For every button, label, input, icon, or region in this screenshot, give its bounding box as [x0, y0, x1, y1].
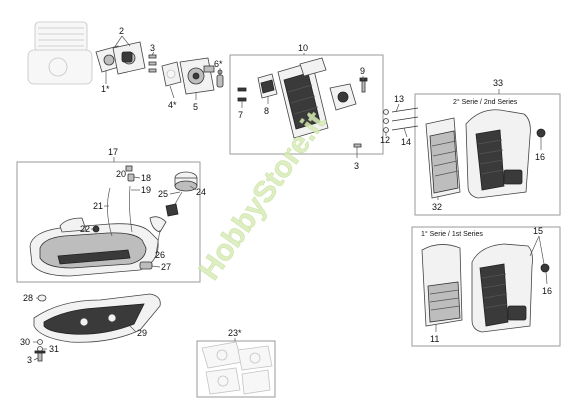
- skid-plate-part-29: [33, 293, 161, 343]
- watermark-text: HobbyStore.it: [193, 106, 333, 286]
- panel-33-box: [414, 93, 561, 216]
- screw-part-9: [359, 77, 368, 93]
- panel-10-box: [229, 54, 384, 155]
- grommet-part-22: [92, 225, 100, 233]
- callout-21: 21: [93, 201, 103, 211]
- callout-15: 15: [533, 226, 543, 236]
- choke-lever-part: [329, 83, 357, 111]
- callout-14: 14: [401, 137, 411, 147]
- leader-lines: [33, 35, 548, 361]
- panel-label-33: 33: [493, 78, 503, 88]
- panel-17-box: [16, 161, 201, 283]
- callout-29: 29: [137, 328, 147, 338]
- screw-set-7: [237, 87, 247, 102]
- filter-part-18: [127, 173, 135, 182]
- callout-25: 25: [158, 189, 168, 199]
- callout-13: 13: [394, 94, 404, 104]
- callout-20: 20: [116, 169, 126, 179]
- knob-part-16b: [540, 263, 550, 273]
- fuel-hose-part-21: [107, 187, 113, 237]
- callout-16b: 16: [542, 286, 552, 296]
- screw-set-12-13-14: [383, 107, 419, 133]
- callout-31: 31: [49, 344, 59, 354]
- fuel-hose-part-19: [128, 185, 133, 233]
- screw-set-30-31-3c: [34, 339, 46, 362]
- airbox-frame-part-10: [277, 57, 329, 139]
- callout-2: 2: [119, 26, 124, 36]
- carburetor-part-5: [179, 57, 215, 95]
- callout-7: 7: [238, 110, 243, 120]
- seal-part-8: [257, 73, 278, 99]
- panel-label-23: 23*: [228, 328, 242, 338]
- filter-cover-1st-series: [471, 243, 533, 333]
- knob-part-16a: [536, 128, 546, 138]
- callout-3b: 3: [354, 161, 359, 171]
- fitting-part-20: [125, 165, 133, 172]
- callout-8: 8: [264, 106, 269, 116]
- tank-cap-part-24: [174, 171, 198, 192]
- intake-manifold-part: [95, 41, 146, 75]
- gasket-kit-part-23: [201, 341, 273, 395]
- series-second-caption: 2° Serie / 2nd Series: [453, 98, 518, 106]
- engine-block-ghost: [27, 21, 93, 85]
- panel-label-10: 10: [298, 43, 308, 53]
- screw-part-3b: [353, 143, 362, 148]
- callout-22: 22: [80, 224, 90, 234]
- gasket-part-4: [161, 61, 182, 87]
- callout-11: 11: [430, 334, 439, 344]
- callout-24: 24: [196, 187, 206, 197]
- callout-5: 5: [193, 102, 198, 112]
- callout-9: 9: [360, 66, 365, 76]
- panel-label-17: 17: [108, 147, 118, 157]
- callout-27: 27: [161, 262, 171, 272]
- callout-32: 32: [432, 202, 442, 212]
- callout-6: 6*: [214, 59, 223, 69]
- filler-part-27: [139, 261, 153, 270]
- grommet-part-28: [37, 294, 47, 302]
- callout-12: 12: [380, 135, 390, 145]
- panel-first-series-box: [411, 226, 561, 347]
- callout-3a: 3: [150, 43, 155, 53]
- callout-30: 30: [20, 337, 30, 347]
- screw-set-3a: [148, 54, 157, 73]
- callout-16a: 16: [535, 152, 545, 162]
- panel-23-box: [196, 340, 276, 398]
- callout-3c: 3: [27, 355, 32, 365]
- callout-19: 19: [141, 185, 151, 195]
- filter-element-part-11: [421, 244, 463, 327]
- series-first-caption: 1° Serie / 1st Series: [421, 230, 483, 238]
- cap-strap-part-25: [165, 191, 183, 217]
- callout-26: 26: [155, 250, 165, 260]
- filter-element-part-32: [425, 117, 461, 199]
- valve-part-26: [149, 216, 167, 233]
- fuel-tank-part-17: [29, 217, 159, 277]
- filter-cover-2nd-series: [465, 109, 531, 199]
- callout-4: 4*: [168, 100, 177, 110]
- callout-18: 18: [141, 173, 151, 183]
- callout-1: 1*: [101, 84, 110, 94]
- callout-28: 28: [23, 293, 33, 303]
